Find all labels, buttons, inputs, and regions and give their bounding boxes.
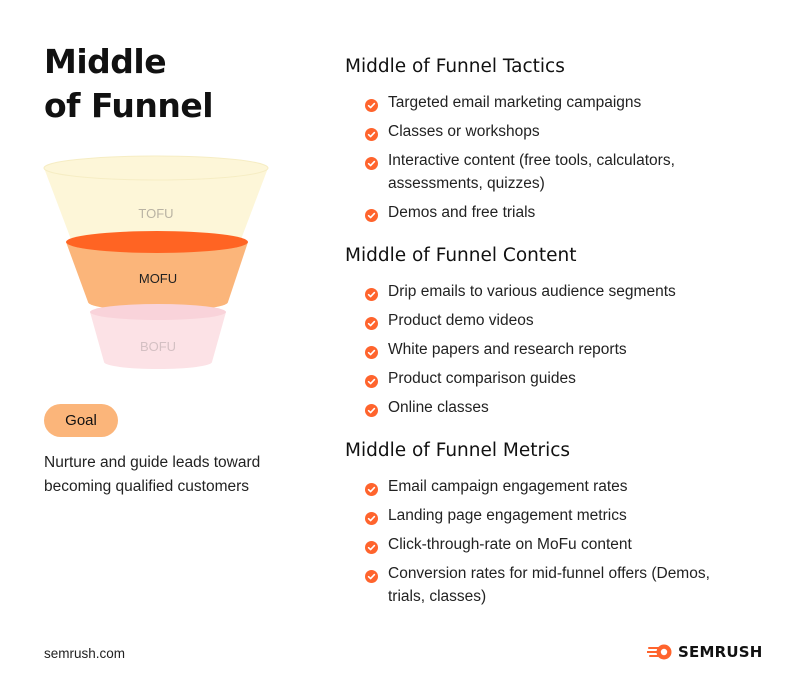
section-heading: Middle of Funnel Tactics: [345, 56, 565, 77]
check-icon: [365, 206, 378, 222]
section-heading: Middle of Funnel Metrics: [345, 440, 571, 461]
list-item: Email campaign engagement rates: [345, 475, 775, 498]
list-item: Click-through-rate on MoFu content: [345, 533, 775, 556]
list-item-text: Product comparison guides: [388, 370, 576, 387]
list-item-text: Conversion rates for mid-funnel offers (…: [388, 565, 710, 605]
section-content: Middle of Funnel Content Drip emails to …: [345, 244, 775, 425]
goal-badge: Goal: [44, 404, 118, 437]
check-icon: [365, 285, 378, 301]
list-item-text: Demos and free trials: [388, 204, 536, 221]
list-item-text: White papers and research reports: [388, 341, 627, 358]
section-heading: Middle of Funnel Content: [345, 245, 577, 266]
list-item-text: Landing page engagement metrics: [388, 507, 627, 524]
funnel-tofu-shape: [44, 168, 268, 242]
list-item-text: Targeted email marketing campaigns: [388, 94, 642, 111]
bofu-label: BOFU: [139, 339, 177, 354]
section-list: Drip emails to various audience segments…: [345, 280, 775, 419]
goal-badge-label: Goal: [65, 412, 97, 429]
funnel-diagram: TOFU MOFU BOFU: [40, 150, 310, 380]
section-list: Targeted email marketing campaigns Class…: [345, 91, 775, 224]
list-item: Online classes: [345, 396, 775, 419]
funnel-label-bofu: BOFU: [23, 339, 293, 354]
list-item: Demos and free trials: [345, 201, 775, 224]
check-icon: [365, 154, 378, 170]
list-item: Product demo videos: [345, 309, 775, 332]
check-icon: [365, 125, 378, 141]
funnel-tofu-rim: [43, 155, 269, 181]
check-icon: [365, 538, 378, 554]
semrush-fireball-icon: [647, 644, 672, 660]
funnel-mofu-shape: [66, 242, 248, 302]
page-title: Middle of Funnel: [44, 40, 304, 128]
check-icon: [365, 509, 378, 525]
brand-name: SEMRUSH: [678, 643, 763, 661]
check-icon: [365, 567, 378, 583]
section-tactics: Middle of Funnel Tactics Targeted email …: [345, 55, 775, 230]
check-icon: [365, 314, 378, 330]
goal-description: Nurture and guide leads toward becoming …: [44, 454, 261, 495]
tofu-label: TOFU: [138, 206, 174, 221]
funnel-label-mofu: MOFU: [23, 271, 293, 286]
list-item: Targeted email marketing campaigns: [345, 91, 775, 114]
list-item: Landing page engagement metrics: [345, 504, 775, 527]
section-list: Email campaign engagement rates Landing …: [345, 475, 775, 608]
list-item-text: Classes or workshops: [388, 123, 540, 140]
check-icon: [365, 480, 378, 496]
check-icon: [365, 372, 378, 388]
list-item-text: Drip emails to various audience segments: [388, 283, 676, 300]
list-item-text: Product demo videos: [388, 312, 534, 329]
list-item-text: Interactive content (free tools, calcula…: [388, 152, 675, 192]
list-item: Interactive content (free tools, calcula…: [345, 149, 775, 195]
funnel-bofu-rim: [90, 304, 226, 320]
brand-logo: SEMRUSH: [647, 642, 762, 662]
title-line-2: of Funnel: [44, 86, 214, 125]
funnel-bofu-shape: [90, 312, 226, 362]
check-icon: [365, 401, 378, 417]
list-item: Drip emails to various audience segments: [345, 280, 775, 303]
funnel-bofu-base: [104, 355, 212, 369]
list-item-text: Click-through-rate on MoFu content: [388, 536, 632, 553]
list-item-text: Email campaign engagement rates: [388, 478, 628, 495]
check-icon: [365, 343, 378, 359]
footer-url: semrush.com: [44, 646, 126, 661]
funnel-label-tofu: TOFU: [21, 206, 291, 221]
mofu-label: MOFU: [138, 271, 178, 286]
check-icon: [365, 96, 378, 112]
list-item: Conversion rates for mid-funnel offers (…: [345, 562, 775, 608]
list-item: Product comparison guides: [345, 367, 775, 390]
funnel-mofu-rim: [66, 231, 248, 253]
list-item: Classes or workshops: [345, 120, 775, 143]
list-item: White papers and research reports: [345, 338, 775, 361]
list-item-text: Online classes: [388, 399, 489, 416]
section-metrics: Middle of Funnel Metrics Email campaign …: [345, 439, 775, 614]
funnel-graphic: [43, 155, 269, 369]
title-line-1: Middle: [44, 42, 167, 81]
